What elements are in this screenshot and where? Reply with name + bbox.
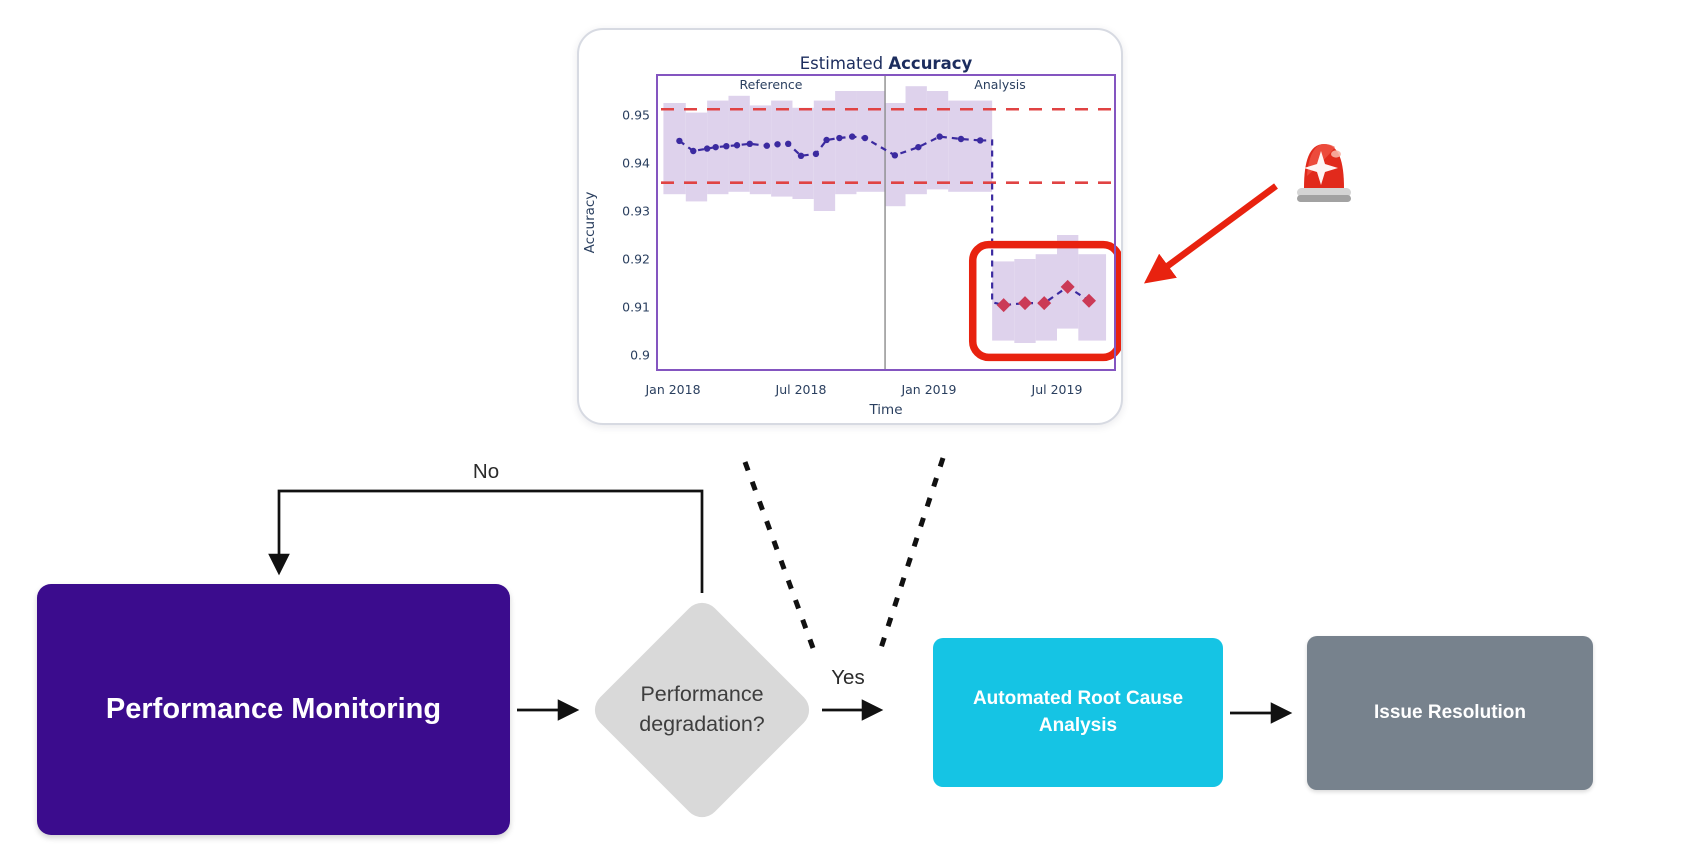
chart-title-regular: Estimated [799, 54, 884, 73]
metric-point [712, 143, 719, 151]
node-performance-monitoring-label: Performance Monitoring [105, 693, 442, 725]
confidence-band-segment [663, 103, 686, 195]
siren-alarm-icon [1294, 138, 1354, 212]
metric-point [733, 142, 741, 149]
metric-point [763, 142, 771, 149]
x-tick-label: Jul 2018 [775, 382, 827, 397]
node-issue-resolution-label: Issue Resolution [1373, 702, 1527, 723]
metric-point [703, 145, 711, 152]
x-tick-label: Jan 2018 [644, 382, 700, 397]
node-performance-degradation: Performance degradation? [587, 595, 817, 825]
metric-point [797, 152, 805, 159]
siren-flash [1304, 151, 1338, 185]
metric-point [823, 136, 830, 144]
alert-point [996, 298, 1011, 313]
confidence-band-segment [771, 100, 793, 197]
chart-title-bold: Accuracy [888, 54, 973, 73]
y-tick-label: 0.9 [630, 348, 650, 363]
node-issue-resolution: Issue Resolution [1307, 636, 1593, 790]
metric-point [936, 133, 943, 140]
confidence-band-segment [835, 91, 857, 195]
chart-title: Estimated Accuracy [657, 54, 1115, 73]
alert-point [1037, 296, 1052, 311]
confidence-band-segment [905, 86, 927, 195]
metric-point [690, 147, 697, 155]
node-performance-monitoring: Performance Monitoring [37, 584, 510, 835]
metric-line-drop [980, 139, 1090, 307]
confidence-band-segment [948, 100, 993, 192]
confidence-band-segment [926, 91, 949, 190]
metric-point [723, 143, 730, 150]
y-tick-label: 0.94 [622, 156, 650, 171]
x-tick-label: Jul 2019 [1031, 382, 1083, 397]
confidence-band-segment [1035, 254, 1057, 341]
alert-highlight-box [968, 240, 1121, 362]
y-tick-label: 0.93 [622, 204, 650, 219]
metric-point [915, 143, 922, 151]
confidence-band-segment [685, 112, 708, 202]
x-axis-title: Time [868, 402, 902, 418]
analysis-region-label: Analysis [974, 77, 1026, 92]
siren-base [1297, 188, 1351, 197]
confidence-band-segment [856, 91, 886, 192]
metric-point [891, 152, 899, 159]
edge-label-no: No [472, 460, 500, 483]
metric-point [812, 150, 820, 158]
confidence-band-segment [792, 107, 814, 199]
y-tick-label: 0.91 [622, 300, 650, 315]
alert-arrow [1143, 183, 1278, 284]
metric-point [784, 140, 792, 147]
node-performance-degradation-label: Performance degradation? [639, 682, 765, 736]
alert-point [1060, 279, 1075, 294]
metric-point [976, 137, 984, 144]
metric-point [746, 140, 753, 147]
no-loop-arrow [268, 489, 704, 593]
metric-point [848, 133, 856, 140]
alert-point [1017, 296, 1032, 311]
node-root-cause-analysis: Automated Root Cause Analysis [933, 638, 1223, 787]
confidence-band-segment [749, 105, 772, 195]
y-tick-label: 0.92 [622, 252, 650, 267]
metric-point [676, 137, 683, 145]
y-tick-label: 0.95 [622, 108, 650, 123]
metric-point [774, 141, 781, 148]
plot-border [656, 74, 1116, 371]
zoom-callout-line-right [878, 457, 946, 649]
metric-point [957, 135, 965, 143]
edge-label-yes: Yes [831, 666, 865, 689]
y-axis-title: Accuracy [582, 192, 598, 254]
metric-point [836, 134, 843, 142]
metric-point [861, 134, 869, 142]
node-root-cause-analysis-label: Automated Root Cause Analysis [972, 687, 1184, 736]
x-tick-label: Jan 2019 [900, 382, 956, 397]
alert-point [1081, 293, 1096, 308]
reference-region-label: Reference [740, 77, 803, 92]
